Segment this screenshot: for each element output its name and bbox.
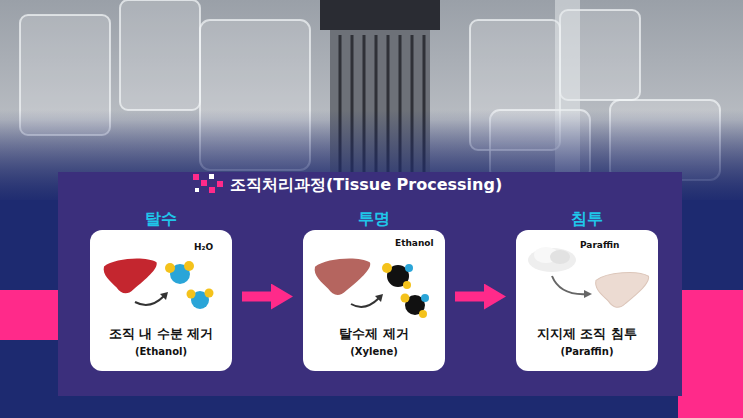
step-heading: 투명 (303, 208, 445, 230)
liver (596, 273, 649, 308)
step-description: 조직 내 수분 제거 (90, 326, 232, 343)
diagram-title: 조직처리과정(Tissue Processing) (230, 175, 502, 196)
arrow-head (160, 292, 168, 300)
pink-band (0, 290, 62, 340)
liver (315, 259, 371, 295)
molecule-label: Ethanol (395, 238, 434, 248)
reagent-name: (Ethanol) (90, 343, 232, 357)
card-box: 지지제 조직 침투(Paraffin) Paraffin (516, 230, 658, 371)
panel (58, 172, 682, 396)
step-description: 지지제 조직 침투 (516, 326, 658, 343)
molecule-label: Paraffin (580, 240, 619, 250)
reagent-name: (Paraffin) (516, 343, 658, 357)
process-card: 투명 탈수제 제거(Xylene) Ethanol (303, 208, 445, 371)
curved-arrow (135, 296, 164, 305)
step-heading: 침투 (516, 208, 658, 230)
reagent-name: (Xylene) (303, 343, 445, 357)
step-description: 탈수제 제거 (303, 326, 445, 343)
card-box: 조직 내 수분 제거(Ethanol) H₂O (90, 230, 232, 371)
pixel-deco (193, 174, 223, 193)
curved-arrow (552, 276, 588, 294)
ethanol-molecule (401, 294, 430, 319)
water-molecule (187, 289, 214, 310)
flow-arrow (455, 292, 486, 302)
flow-arrow (242, 292, 273, 302)
water-molecule (165, 261, 194, 284)
liver (104, 259, 157, 294)
arrow-head (375, 294, 383, 302)
ethanol-molecule (382, 263, 413, 289)
basket-lid (320, 0, 440, 30)
pink-block (678, 290, 743, 418)
step-heading: 탈수 (90, 208, 232, 230)
process-card: 침투 지지제 조직 침투(Paraffin) Paraffin (516, 208, 658, 371)
process-card: 탈수 조직 내 수분 제거(Ethanol) H₂O (90, 208, 232, 371)
arrow-head (584, 290, 592, 298)
paraffin-pile (528, 247, 576, 272)
curved-arrow (351, 298, 379, 307)
card-box: 탈수제 제거(Xylene) Ethanol (303, 230, 445, 371)
beaker (120, 0, 200, 110)
molecule-label: H₂O (194, 242, 213, 252)
